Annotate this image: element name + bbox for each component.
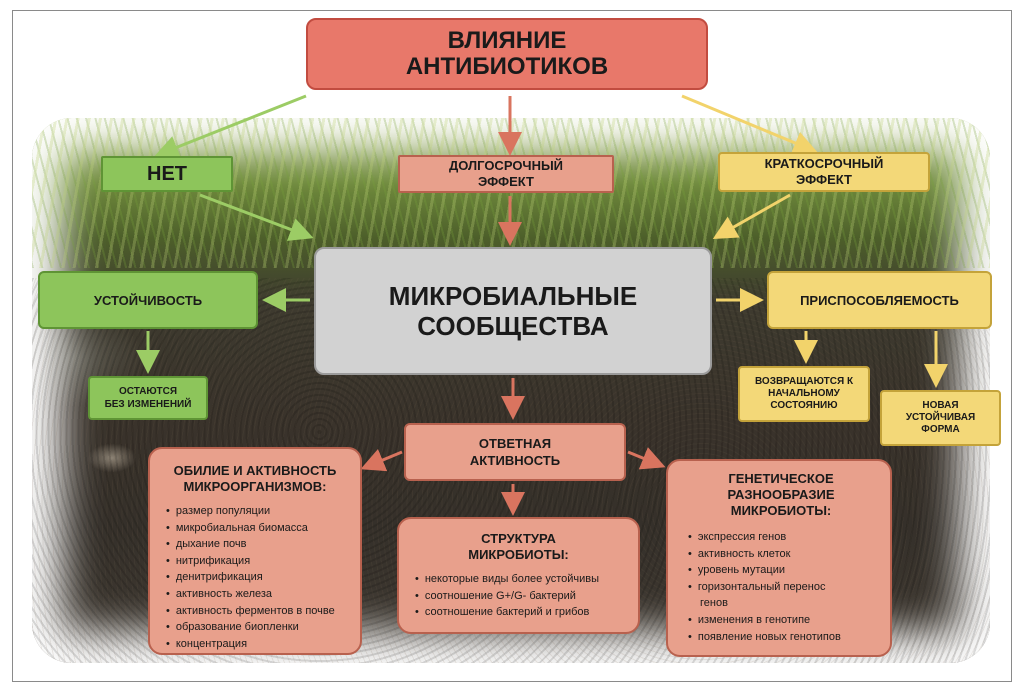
list-item: изменения в генотипе bbox=[688, 612, 880, 629]
arrow-response-to-genetic bbox=[627, 447, 666, 470]
list-item: некоторые виды более устойчивы bbox=[415, 571, 628, 588]
list-item: микробиальная биомасса bbox=[166, 520, 350, 537]
structure-panel: СТРУКТУРА МИКРОБИОТЫ: некоторые виды бол… bbox=[397, 517, 640, 634]
list-item: активность железа bbox=[166, 586, 350, 603]
adaptability-box: ПРИСПОСОБЛЯЕМОСТЬ bbox=[767, 271, 992, 329]
no-effect-label: НЕТ bbox=[147, 162, 187, 185]
genetic-title: ГЕНЕТИЧЕСКОЕ РАЗНООБРАЗИЕ МИКРОБИОТЫ: bbox=[682, 471, 880, 519]
new-form-line-3: ФОРМА bbox=[921, 424, 960, 435]
response-line-2: АКТИВНОСТЬ bbox=[469, 453, 561, 468]
list-item-continuation: генов bbox=[700, 597, 728, 610]
structure-title-line-2: МИКРОБИОТЫ: bbox=[468, 547, 569, 562]
no-effect-box: НЕТ bbox=[101, 156, 233, 192]
genetic-list: экспрессия генов активность клеток урове… bbox=[682, 529, 880, 645]
genetic-title-line-3: МИКРОБИОТЫ: bbox=[730, 503, 832, 518]
arrow-title-to-none bbox=[154, 94, 307, 159]
structure-title-line-1: СТРУКТУРА bbox=[481, 531, 556, 546]
list-item: размер популяции bbox=[166, 503, 350, 520]
new-form-line-2: УСТОЙЧИВАЯ bbox=[905, 412, 976, 423]
arrow-short-to-center bbox=[712, 193, 791, 239]
center-line-1: МИКРОБИАЛЬНЫЕ bbox=[388, 281, 638, 311]
new-form-line-1: НОВАЯ bbox=[922, 400, 959, 411]
center-line-2: СООБЩЕСТВА bbox=[417, 311, 609, 341]
remain-line-2: БЕЗ ИЗМЕНЕНИЙ bbox=[104, 399, 192, 410]
short-term-line-2: ЭФФЕКТ bbox=[796, 172, 852, 187]
long-term-line-1: ДОЛГОСРОЧНЫЙ bbox=[448, 158, 564, 173]
structure-title: СТРУКТУРА МИКРОБИОТЫ: bbox=[409, 531, 628, 563]
abundance-title: ОБИЛИЕ И АКТИВНОСТЬ МИКРООРГАНИЗМОВ: bbox=[160, 463, 350, 495]
title-line-1: ВЛИЯНИЕ bbox=[447, 27, 567, 54]
abundance-title-line-2: МИКРООРГАНИЗМОВ: bbox=[183, 479, 327, 494]
list-item: горизонтальный перенос bbox=[688, 579, 880, 596]
genetic-title-line-2: РАЗНООБРАЗИЕ bbox=[727, 487, 835, 502]
return-line-1: ВОЗВРАЩАЮТСЯ К bbox=[754, 376, 854, 387]
remain-line-1: ОСТАЮТСЯ bbox=[118, 386, 178, 397]
resistance-box: УСТОЙЧИВОСТЬ bbox=[38, 271, 258, 329]
arrow-response-to-abundance bbox=[360, 449, 403, 472]
list-item: уровень мутации bbox=[688, 562, 880, 579]
return-line-3: СОСТОЯНИЮ bbox=[770, 400, 838, 411]
long-term-line-2: ЭФФЕКТ bbox=[478, 174, 534, 189]
list-item: соотношение G+/G- бактерий bbox=[415, 588, 628, 605]
short-term-line-1: КРАТКОСРОЧНЫЙ bbox=[764, 156, 884, 171]
arrow-none-to-center bbox=[199, 193, 314, 241]
response-line-1: ОТВЕТНАЯ bbox=[478, 436, 552, 451]
abundance-list: размер популяции микробиальная биомасса … bbox=[160, 503, 350, 652]
list-item: дыхание почв bbox=[166, 536, 350, 553]
genetic-title-line-1: ГЕНЕТИЧЕСКОЕ bbox=[728, 471, 834, 486]
response-activity-box: ОТВЕТНАЯ АКТИВНОСТЬ bbox=[404, 423, 626, 481]
abundance-title-line-1: ОБИЛИЕ И АКТИВНОСТЬ bbox=[173, 463, 337, 478]
list-item: экспрессия генов bbox=[688, 529, 880, 546]
list-item: появление новых генотипов bbox=[688, 629, 880, 646]
list-item: образование биопленки bbox=[166, 619, 350, 636]
list-item: активность клеток bbox=[688, 546, 880, 563]
list-item: соотношение бактерий и грибов bbox=[415, 604, 628, 621]
remain-unchanged-box: ОСТАЮТСЯ БЕЗ ИЗМЕНЕНИЙ bbox=[88, 376, 208, 420]
genetic-diversity-panel: ГЕНЕТИЧЕСКОЕ РАЗНООБРАЗИЕ МИКРОБИОТЫ: эк… bbox=[666, 459, 892, 657]
resistance-label: УСТОЙЧИВОСТЬ bbox=[93, 292, 203, 308]
structure-list: некоторые виды более устойчивы соотношен… bbox=[409, 571, 628, 621]
title-line-2: АНТИБИОТИКОВ bbox=[405, 53, 609, 80]
return-line-2: НАЧАЛЬНОМУ bbox=[768, 388, 840, 399]
abundance-panel: ОБИЛИЕ И АКТИВНОСТЬ МИКРООРГАНИЗМОВ: раз… bbox=[148, 447, 362, 655]
list-item: концентрация bbox=[166, 636, 350, 653]
list-item: нитрификация bbox=[166, 553, 350, 570]
arrow-title-to-short bbox=[681, 94, 818, 155]
list-item: денитрификация bbox=[166, 569, 350, 586]
list-item: активность ферментов в почве bbox=[166, 603, 350, 620]
adaptability-label: ПРИСПОСОБЛЯЕМОСТЬ bbox=[800, 292, 959, 308]
